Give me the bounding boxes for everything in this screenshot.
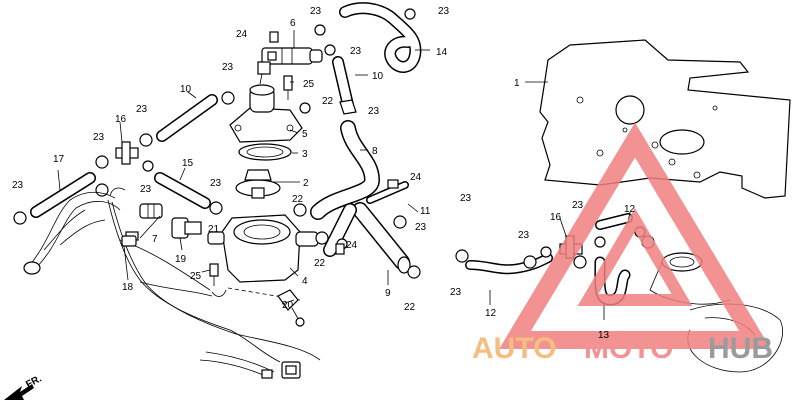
callout-15: 15 <box>182 158 194 169</box>
bolt-24-group <box>269 31 399 255</box>
watermark-logo: AUTO MOTO HUB <box>472 122 773 365</box>
callout-22-d: 22 <box>404 302 416 313</box>
pipe-11 <box>323 181 409 257</box>
callout-9: 9 <box>385 288 391 299</box>
thermostat-body-part <box>207 214 319 301</box>
front-direction-arrow: FR. <box>4 373 44 400</box>
thermostat-part <box>235 169 281 199</box>
sensor-20 <box>277 289 305 327</box>
watermark-text-moto: MOTO <box>584 332 673 365</box>
bolt-25-lower <box>209 263 219 286</box>
sensor-19 <box>171 217 202 239</box>
callout-23-n: 23 <box>572 200 584 211</box>
callout-23-m: 23 <box>450 287 462 298</box>
callout-22-a: 22 <box>322 96 334 107</box>
hose-12-left <box>465 253 553 275</box>
callout-20: 20 <box>282 300 294 311</box>
callout-23-c: 23 <box>350 46 362 57</box>
callout-4: 4 <box>302 276 308 287</box>
callout-23-a: 23 <box>310 6 322 17</box>
callout-5: 5 <box>302 129 308 140</box>
callout-23-i: 23 <box>140 184 152 195</box>
watermark-text-hub: HUB <box>708 332 773 365</box>
callout-24-a: 24 <box>236 29 248 40</box>
callout-labels: 1 2 3 4 5 6 7 8 9 10 10 11 12 12 13 14 1… <box>12 6 636 341</box>
callout-22-c: 22 <box>314 258 326 269</box>
clip-22-hose8 <box>339 99 357 115</box>
callout-23-h: 23 <box>12 180 24 191</box>
callout-24-b: 24 <box>410 172 422 183</box>
wire-harness-part <box>23 187 321 379</box>
callout-13: 13 <box>598 330 610 341</box>
callout-6: 6 <box>290 18 296 29</box>
housing-cover-part <box>229 84 303 143</box>
callout-23-k: 23 <box>460 193 472 204</box>
callout-14: 14 <box>436 47 448 58</box>
hose-15 <box>154 172 211 209</box>
callout-23-l: 23 <box>415 222 427 233</box>
callout-8: 8 <box>372 146 378 157</box>
callout-23-f: 23 <box>93 132 105 143</box>
callout-17: 17 <box>53 154 65 165</box>
hose-17 <box>30 172 96 218</box>
callout-24-c: 24 <box>346 240 358 251</box>
callout-2: 2 <box>303 178 309 189</box>
plate-part <box>539 39 791 199</box>
callout-23-g: 23 <box>368 106 380 117</box>
callout-12-left: 12 <box>485 308 497 319</box>
hose-10-upper <box>332 56 354 111</box>
callout-1: 1 <box>514 78 520 89</box>
callout-3: 3 <box>302 149 308 160</box>
callout-10-left: 10 <box>180 84 192 95</box>
callout-18: 18 <box>122 282 134 293</box>
callout-23-d: 23 <box>222 62 234 73</box>
callout-16-left: 16 <box>115 114 127 125</box>
callout-22-b: 22 <box>292 194 304 205</box>
callout-19: 19 <box>175 254 187 265</box>
hose-12-right <box>595 213 633 230</box>
callout-23-b: 23 <box>438 6 450 17</box>
arrow-icon <box>4 384 34 400</box>
watermark-text-auto: AUTO <box>472 332 556 365</box>
callout-10-right: 10 <box>372 71 384 82</box>
callout-11: 11 <box>420 206 431 217</box>
hose-14 <box>339 2 422 73</box>
callout-16-right: 16 <box>550 212 562 223</box>
callout-25-b: 25 <box>190 271 202 282</box>
tee-16 <box>115 141 139 165</box>
hose-10-lower <box>156 94 218 142</box>
watermark-triangle-inner <box>577 208 693 306</box>
leader-lines <box>57 30 631 320</box>
callout-23-e: 23 <box>136 104 148 115</box>
callout-23-o: 23 <box>518 230 530 241</box>
callout-21: 21 <box>208 224 220 235</box>
gasket-part <box>238 143 292 161</box>
hose-8 <box>310 120 381 220</box>
callout-12-right: 12 <box>624 204 636 215</box>
callout-7: 7 <box>152 234 158 245</box>
bolt-25-upper <box>283 75 293 100</box>
watermark-triangle <box>499 122 771 349</box>
direction-label: FR. <box>24 373 44 390</box>
injector-part <box>257 47 323 85</box>
callout-23-j: 23 <box>210 178 222 189</box>
callout-25-a: 25 <box>303 79 315 90</box>
hose-9 <box>352 202 411 274</box>
